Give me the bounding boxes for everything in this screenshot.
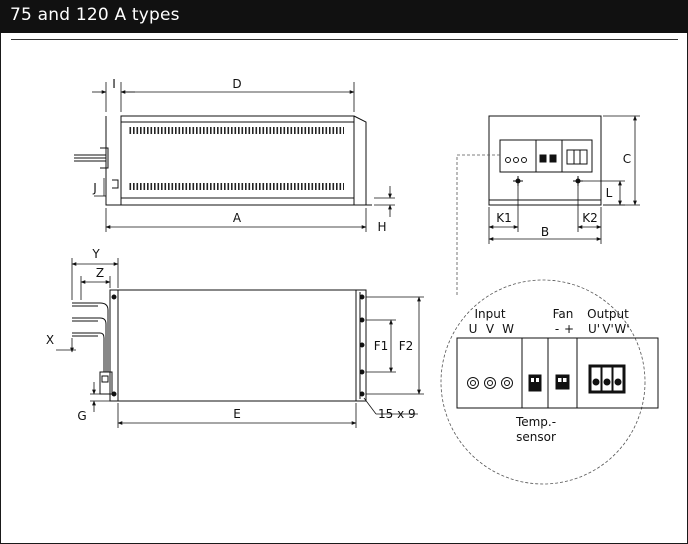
front-vents-bottom: [129, 183, 344, 190]
top-body: [117, 289, 357, 402]
dim-F2: [366, 296, 424, 395]
fan-label: Fan: [553, 307, 574, 321]
dim-Y: [71, 258, 119, 300]
label-X: X: [46, 333, 54, 347]
slot-leader: [363, 397, 418, 415]
cable-3: [72, 332, 105, 372]
front-right-bracket: [353, 115, 367, 206]
output-phase-w: W': [614, 322, 629, 336]
header-bar: 75 and 120 A types: [0, 0, 688, 33]
dim-A: [105, 208, 367, 232]
front-vents-top: [129, 127, 344, 134]
label-J: J: [92, 181, 97, 195]
input-phase-u: U: [469, 322, 478, 336]
top-right-flange: [355, 289, 367, 402]
label-F2: F2: [399, 339, 414, 353]
label-H: H: [377, 220, 386, 234]
input-phase-v: V: [486, 322, 495, 336]
label-Z: Z: [96, 266, 104, 280]
output-phase-v: V': [602, 322, 614, 336]
page-title: 75 and 120 A types: [10, 5, 180, 25]
front-view: [74, 115, 372, 206]
label-F1: F1: [374, 339, 389, 353]
dim-F1: [366, 319, 396, 373]
dim-K: [488, 186, 602, 244]
label-E: E: [233, 407, 241, 421]
label-D: D: [232, 77, 241, 91]
cable-2: [72, 317, 107, 372]
top-left-flange: [109, 289, 119, 402]
temp-sensor-label-1: Temp.-: [515, 415, 556, 429]
detail-circle: [440, 279, 646, 485]
label-K1: K1: [496, 211, 512, 225]
dim-E: [117, 403, 357, 428]
dim-I: [92, 82, 135, 112]
dim-Z: [80, 276, 111, 300]
label-K2: K2: [582, 211, 598, 225]
side-view: [488, 115, 602, 206]
label-I: I: [112, 77, 116, 91]
input-phase-w: W: [502, 322, 514, 336]
cable-1: [72, 302, 109, 372]
detail-leader: [456, 154, 500, 296]
top-view: [72, 289, 367, 402]
label-B: B: [541, 225, 549, 239]
detail-terminal-block: [456, 337, 659, 409]
temp-sensor-label-2: sensor: [516, 430, 556, 444]
fan-minus: -: [555, 322, 559, 336]
label-C: C: [623, 152, 631, 166]
header-divider: [11, 39, 678, 40]
label-L: L: [606, 186, 613, 200]
input-label: Input: [474, 307, 505, 321]
dim-H: [374, 186, 395, 217]
label-Y: Y: [91, 247, 100, 261]
dim-X: [56, 338, 76, 353]
side-terminal-panel: [499, 139, 593, 173]
dim-J: [94, 178, 106, 197]
front-cables: [74, 154, 106, 162]
output-phase-u: U': [588, 322, 600, 336]
output-label: Output: [587, 307, 629, 321]
label-slot: 15 x 9: [378, 407, 416, 421]
label-G: G: [77, 409, 86, 423]
dim-G: [90, 382, 110, 412]
label-A: A: [233, 211, 242, 225]
side-body: [488, 115, 602, 206]
dim-D: [120, 82, 355, 112]
fan-plus: +: [564, 322, 574, 336]
dim-L: [583, 180, 625, 206]
